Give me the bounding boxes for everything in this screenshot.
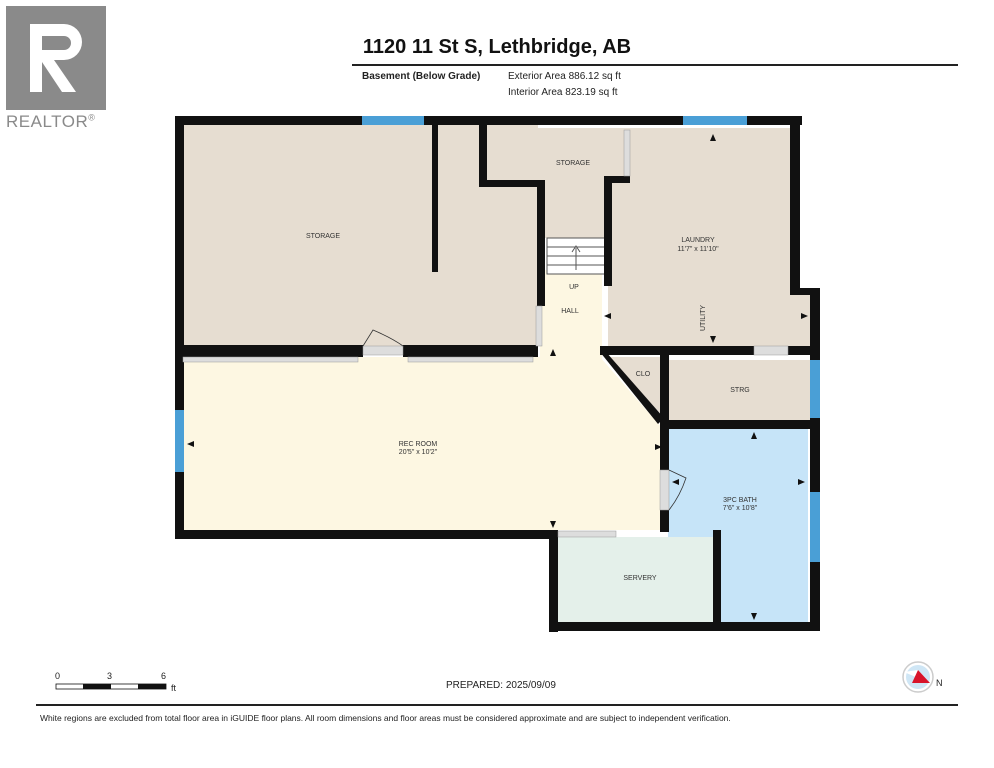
scale-bar: 0 3 6 ft <box>55 671 177 693</box>
room-label: CLO <box>636 371 651 378</box>
scale-tick: 3 <box>107 671 112 681</box>
compass-north-label: N <box>936 678 943 688</box>
prepared-date: PREPARED: 2025/09/09 <box>446 680 556 691</box>
realtor-wordmark: REALTOR® <box>6 112 96 131</box>
page-title: 1120 11 St S, Lethbridge, AB <box>362 36 632 58</box>
scale-unit: ft <box>171 683 177 693</box>
scale-tick: 0 <box>55 671 60 681</box>
stairs <box>546 237 606 275</box>
room-servery <box>557 537 713 622</box>
title-divider <box>352 64 958 66</box>
door-swing <box>668 469 687 511</box>
room-label: LAUNDRY <box>681 237 715 244</box>
room-storage-main <box>183 124 538 346</box>
room-label: STRG <box>730 387 749 394</box>
room-label: STORAGE <box>306 233 340 240</box>
room-label: 3PC BATH <box>723 497 757 504</box>
room-dims: 7'6" x 10'8" <box>723 505 758 512</box>
stair-well <box>545 186 605 238</box>
room-laundry <box>608 128 798 346</box>
room-storage-small <box>487 128 625 186</box>
footer-divider <box>36 704 958 706</box>
windows <box>175 116 820 562</box>
room-label: SERVERY <box>623 575 657 582</box>
room-hall <box>540 270 602 360</box>
compass-icon: N <box>902 661 943 693</box>
interior-openings <box>182 129 789 538</box>
room-label: REC ROOM <box>399 441 438 448</box>
stairs-label: UP <box>569 284 579 291</box>
room-dims: 11'7" x 11'10" <box>677 246 719 253</box>
room-utility-alcove <box>795 295 810 346</box>
window <box>810 360 820 418</box>
window <box>683 116 747 125</box>
room-label: HALL <box>561 308 579 315</box>
realtor-logo <box>6 6 106 110</box>
room-strg <box>668 360 810 420</box>
dimension-arrows <box>187 134 808 620</box>
walls <box>175 116 820 632</box>
disclaimer: White regions are excluded from total fl… <box>40 713 731 723</box>
interior-area: Interior Area 823.19 sq ft <box>508 87 618 98</box>
window <box>175 410 184 472</box>
window <box>810 492 820 562</box>
room-label: UTILITY <box>700 305 707 331</box>
exterior-area: Exterior Area 886.12 sq ft <box>508 71 621 82</box>
door-swing <box>362 329 404 347</box>
room-dims: 20'5" x 10'2" <box>399 449 438 456</box>
scale-tick: 6 <box>161 671 166 681</box>
room-label: STORAGE <box>556 160 590 167</box>
window <box>362 116 424 125</box>
floor-name: Basement (Below Grade) <box>362 71 481 82</box>
room-rec-room <box>183 357 662 530</box>
